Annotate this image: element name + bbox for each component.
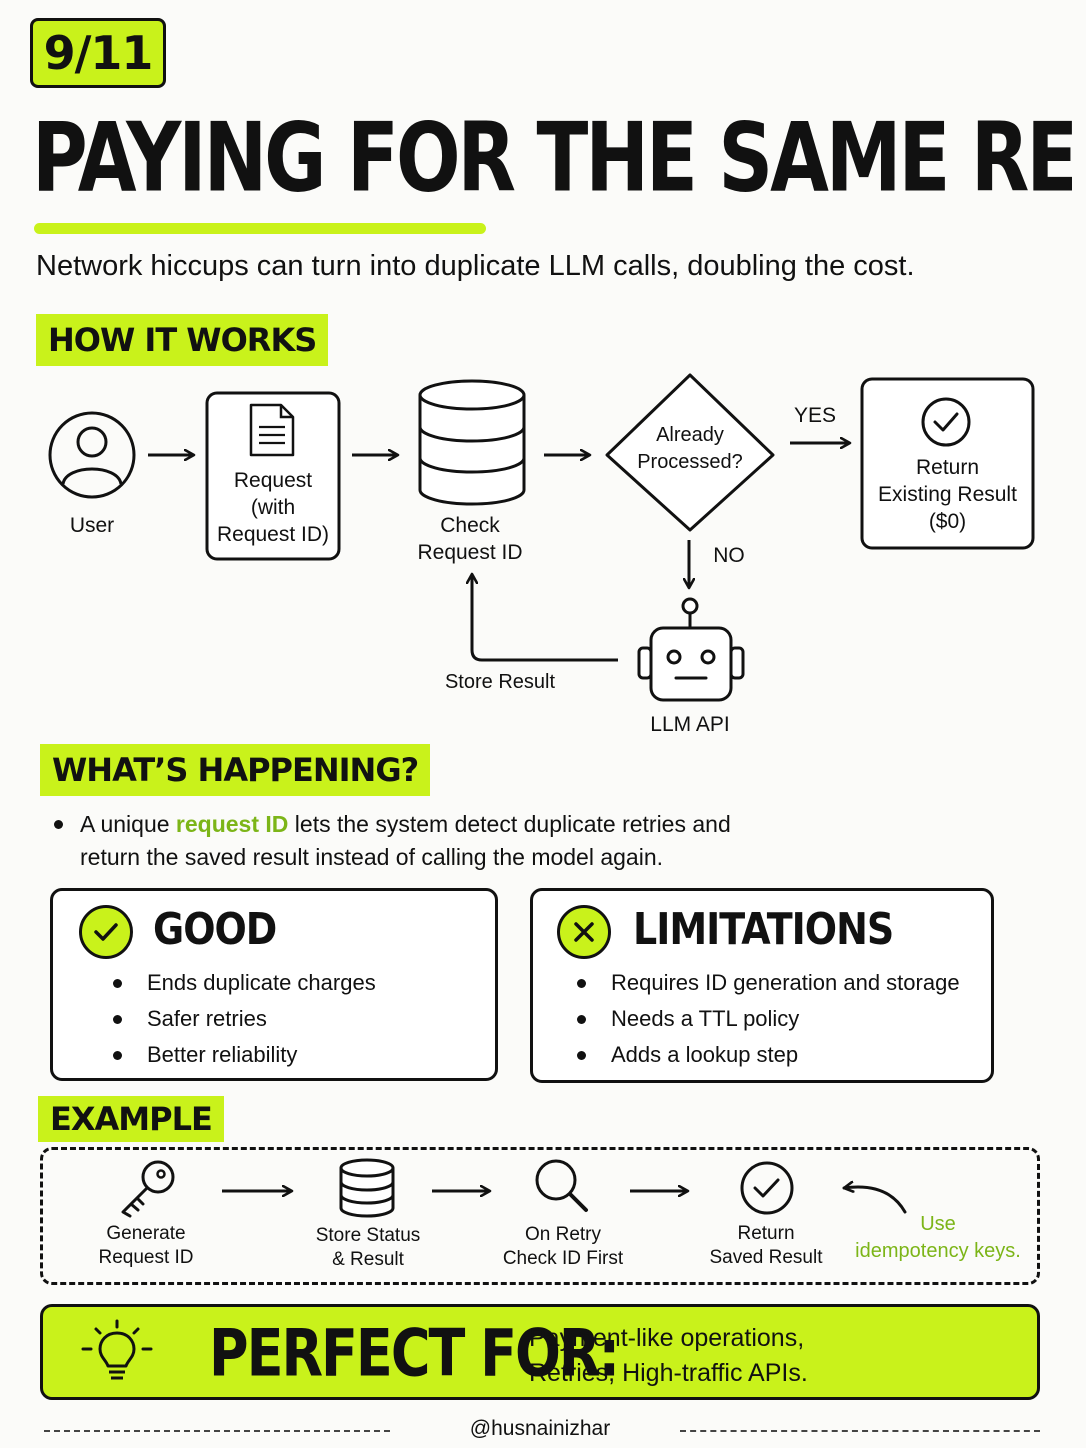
author-handle: @husnainizhar [469, 1417, 611, 1440]
request-label: Request (with Request ID) [216, 469, 330, 546]
perfect-for-text: Payment-like operations, Retries, High-t… [529, 1324, 808, 1387]
request-id-highlight: request ID [175, 811, 289, 837]
footer-divider-left [44, 1430, 390, 1432]
user-icon [48, 411, 136, 499]
perfect-for-label: PERFECT FOR: [209, 1315, 620, 1392]
good-list: Ends duplicate charges Safer retries Bet… [89, 965, 376, 1073]
good-title: GOOD [153, 903, 277, 955]
robot-icon [637, 597, 745, 702]
list-item: Safer retries [89, 1001, 376, 1037]
example-heading: EXAMPLE [38, 1096, 224, 1142]
subtitle: Network hiccups can turn into duplicate … [36, 250, 915, 282]
flow-diagram [48, 373, 1035, 702]
list-item: Needs a TTL policy [553, 1001, 960, 1037]
page-indicator: 9/11 [30, 18, 166, 88]
x-icon [557, 905, 611, 959]
example-icons [121, 1158, 907, 1218]
lightbulb-icon [81, 1319, 153, 1380]
check-circle-icon [921, 397, 971, 447]
bullet-dot [54, 820, 63, 829]
decision-diamond [605, 373, 775, 532]
key-icon [121, 1160, 175, 1218]
result-label: Return Existing Result ($0) [878, 456, 1017, 533]
database-icon [339, 1158, 395, 1218]
user-label: User [69, 514, 115, 537]
whats-happening-heading: WHAT’S HAPPENING? [40, 744, 431, 796]
check-icon [79, 905, 133, 959]
database-icon [418, 379, 526, 506]
request-box [205, 391, 341, 561]
store-result-label: Store Result [444, 671, 556, 693]
example-step-2: Store Status& Result [315, 1225, 421, 1270]
list-item: Adds a lookup step [553, 1037, 960, 1073]
result-box [860, 377, 1035, 550]
check-label: Check Request ID [417, 514, 523, 564]
document-icon [249, 403, 295, 457]
limitations-list: Requires ID generation and storage Needs… [553, 965, 960, 1073]
no-label: NO [713, 544, 745, 567]
llm-label: LLM API [650, 713, 730, 736]
yes-label: YES [793, 404, 837, 427]
list-item: Better reliability [89, 1037, 376, 1073]
curved-arrow-icon [842, 1187, 907, 1214]
decision-label: Already Processed? [637, 424, 743, 473]
arrow-store-result [472, 574, 618, 662]
footer-divider-right [680, 1430, 1040, 1432]
limitations-title: LIMITATIONS [633, 903, 894, 955]
title-underline [34, 223, 486, 234]
perfect-for-banner: PERFECT FOR: Payment-like operations, Re… [40, 1304, 1040, 1400]
list-item: Ends duplicate charges [89, 965, 376, 1001]
example-panel [40, 1147, 1040, 1285]
list-item: Requires ID generation and storage [553, 965, 960, 1001]
good-card: GOOD Ends duplicate charges Safer retrie… [50, 888, 498, 1081]
whats-happening-text: A unique request ID lets the system dete… [80, 811, 731, 870]
magnifier-icon [535, 1159, 588, 1212]
check-circle-icon [740, 1161, 794, 1215]
limitations-card: LIMITATIONS Requires ID generation and s… [530, 888, 994, 1083]
page-title: PAYING FOR THE SAME REQUEST TWICE [32, 101, 1072, 213]
how-it-works-heading: HOW IT WORKS [36, 314, 329, 366]
